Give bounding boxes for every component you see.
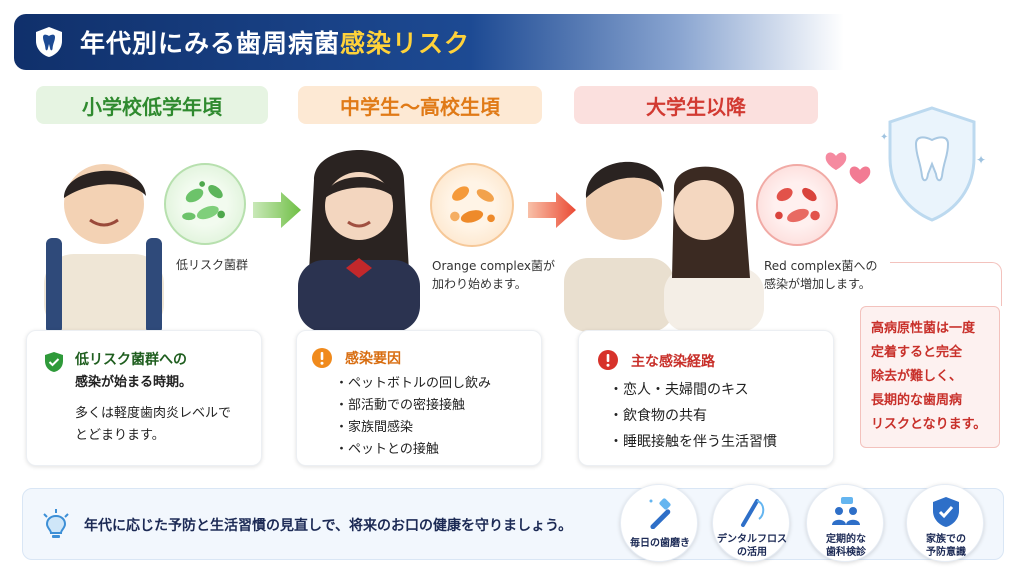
- info-card-university: 主な感染経路 恋人・夫婦間のキス 飲食物の共有 睡眠接触を伴う生活習慣: [578, 330, 834, 466]
- list-item: 家族間感染: [335, 417, 491, 439]
- infection-route-list: 恋人・夫婦間のキス 飲食物の共有 睡眠接触を伴う生活習慣: [609, 377, 777, 455]
- list-item: 部活動での密接接触: [335, 395, 491, 417]
- svg-text:✦: ✦: [976, 153, 986, 167]
- photo-schoolgirl: [284, 140, 434, 332]
- tip-regular-checkup: 定期的な 歯科検診: [806, 484, 884, 562]
- svg-text:✦: ✦: [880, 132, 888, 143]
- hearts-icon: [825, 152, 871, 184]
- list-item: 睡眠接触を伴う生活習慣: [609, 429, 777, 455]
- warning-text: 高病原性菌は一度 定着すると完全 除去が難しく、 長期的な歯周病 リスクとなりま…: [871, 321, 987, 432]
- card-body: 多くは軽度歯肉炎レベルで とどまります。: [75, 406, 232, 443]
- list-item: ペットボトルの回し飲み: [335, 373, 491, 395]
- bacteria-caption-red: Red complex菌への 感染が増加します。: [764, 259, 878, 291]
- arrow-right-green-icon: [253, 192, 301, 228]
- dental-checkup-icon: [832, 497, 860, 525]
- tip-label: 家族での 予防意識: [926, 534, 966, 558]
- tooth-shield-icon: [36, 27, 62, 57]
- title-highlight: 感染リスク: [340, 29, 471, 58]
- tooth-shield-illustration: ✦ ✦: [880, 106, 986, 222]
- floss-icon: [741, 499, 765, 527]
- card-title-line2: 感染が始まる時期。: [75, 375, 193, 390]
- shield-check-icon: [933, 497, 959, 527]
- bacteria-green-illustration: [164, 163, 246, 245]
- info-card-junior-high: 感染要因 ペットボトルの回し飲み 部活動での密接接触 家族間感染 ペットとの接触: [296, 330, 542, 466]
- card-title: 低リスク菌群への: [75, 352, 187, 368]
- photo-young-couple: [564, 128, 764, 332]
- warning-box: 高病原性菌は一度 定着すると完全 除去が難しく、 長期的な歯周病 リスクとなりま…: [860, 306, 1000, 448]
- bacteria-red-illustration: [756, 164, 838, 246]
- lightbulb-icon: [43, 509, 69, 538]
- bacteria-caption-orange: Orange complex菌が 加わり始めます。: [432, 259, 556, 291]
- tip-label: 定期的な 歯科検診: [826, 534, 866, 558]
- stage-label-elementary: 小学校低学年頃: [36, 86, 268, 124]
- list-item: ペットとの接触: [335, 439, 491, 461]
- tip-dental-floss: デンタルフロス の活用: [712, 484, 790, 562]
- tip-label: デンタルフロス の活用: [717, 534, 787, 558]
- page-title: 年代別にみる歯周病菌感染リスク: [80, 29, 471, 58]
- infection-factor-list: ペットボトルの回し飲み 部活動での密接接触 家族間感染 ペットとの接触: [335, 373, 491, 461]
- bacteria-orange-illustration: [430, 163, 514, 247]
- tip-daily-brushing: 毎日の歯磨き: [620, 484, 698, 562]
- card-title: 主な感染経路: [631, 354, 715, 370]
- warning-circle-icon: [598, 350, 618, 370]
- list-item: 飲食物の共有: [609, 403, 777, 429]
- stage-label-junior-high: 中学生〜高校生頃: [298, 86, 542, 124]
- header-banner: 年代別にみる歯周病菌感染リスク: [14, 14, 844, 70]
- list-item: 恋人・夫婦間のキス: [609, 377, 777, 403]
- tip-family-prevention: 家族での 予防意識: [906, 484, 984, 562]
- bacteria-caption-low-risk: 低リスク菌群: [176, 258, 249, 272]
- photo-schoolboy: [24, 134, 184, 334]
- bottom-message: 年代に応じた予防と生活習慣の見直しで、将来のお口の健康を守りましょう。: [84, 518, 573, 534]
- toothbrush-icon: [649, 498, 671, 529]
- shield-check-icon: [45, 352, 63, 372]
- tip-label: 毎日の歯磨き: [630, 538, 690, 549]
- arrow-right-red-icon: [528, 192, 576, 228]
- info-card-elementary: 低リスク菌群への 感染が始まる時期。 多くは軽度歯肉炎レベルで とどまります。: [26, 330, 262, 466]
- warning-circle-icon: [312, 348, 332, 368]
- callout-connector: [890, 262, 1002, 306]
- card-title: 感染要因: [345, 351, 401, 367]
- stage-label-university: 大学生以降: [574, 86, 818, 124]
